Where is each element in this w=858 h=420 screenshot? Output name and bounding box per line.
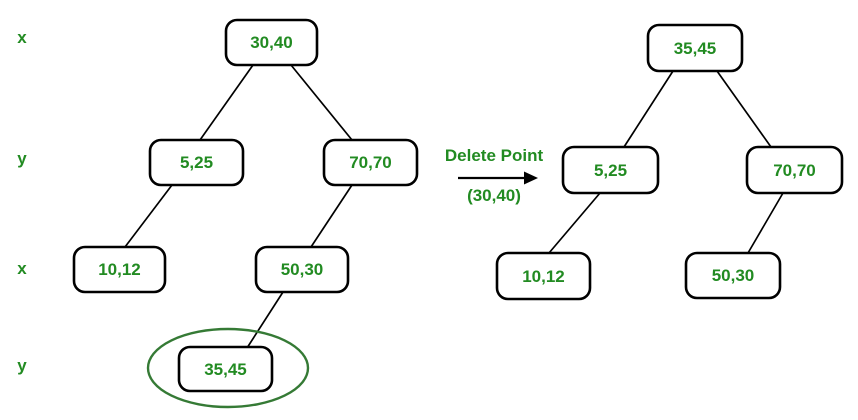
left-edge-50-30-to-35-45	[246, 291, 284, 349]
delete-arrow-head	[524, 171, 538, 185]
left-node-50-30: 50,30	[254, 245, 350, 294]
node-label: 50,30	[281, 260, 324, 279]
left-edge-70-70-to-50-30	[310, 184, 353, 248]
node-label: 10,12	[98, 260, 141, 279]
transition-group: Delete Point (30,40)	[445, 146, 544, 205]
left-node-5-25: 5,25	[148, 138, 245, 187]
right-edge-root-to-5-25	[623, 70, 674, 148]
right-node-5-25: 5,25	[561, 145, 660, 195]
node-label: 70,70	[349, 153, 392, 172]
node-box	[72, 245, 167, 294]
right-node-70-70: 70,70	[745, 145, 844, 195]
left-edge-5-25-to-10-12	[124, 184, 173, 248]
right-node-10-12: 10,12	[495, 251, 592, 301]
left-node-30-40: 30,40	[224, 18, 319, 67]
right-edge-5-25-to-10-12	[548, 192, 601, 254]
node-box	[148, 138, 245, 187]
left-node-10-12: 10,12	[72, 245, 167, 294]
node-box	[646, 23, 744, 73]
node-box	[495, 251, 592, 301]
node-label: 30,40	[250, 33, 293, 52]
node-box	[684, 251, 782, 300]
left-edge-root-to-70-70	[290, 64, 353, 141]
right-edge-70-70-to-50-30	[747, 192, 784, 254]
node-box	[224, 18, 319, 67]
node-label: 70,70	[773, 161, 816, 180]
node-label: 5,25	[594, 161, 627, 180]
highlight-ellipse	[146, 327, 310, 409]
node-box	[254, 245, 350, 294]
node-label: 50,30	[712, 266, 755, 285]
level-label-y-depth3: y	[17, 356, 27, 375]
node-box	[745, 145, 844, 195]
left-node-35-45-highlighted: 35,45	[177, 345, 274, 393]
node-box	[322, 138, 419, 187]
right-edge-root-to-70-70	[716, 70, 772, 148]
level-label-x-depth0: x	[17, 28, 27, 47]
level-label-y-depth1: y	[17, 149, 27, 168]
node-label: 5,25	[180, 153, 213, 172]
node-label: 35,45	[674, 39, 717, 58]
node-label: 10,12	[522, 267, 565, 286]
right-node-50-30: 50,30	[684, 251, 782, 300]
node-label: 35,45	[204, 360, 247, 379]
left-edge-root-to-5-25	[199, 64, 254, 141]
delete-point-label: (30,40)	[467, 186, 521, 205]
node-box	[561, 145, 660, 195]
right-node-35-45: 35,45	[646, 23, 744, 73]
level-label-x-depth2: x	[17, 259, 27, 278]
left-node-70-70: 70,70	[322, 138, 419, 187]
delete-action-label: Delete Point	[445, 146, 544, 165]
node-box	[177, 345, 274, 393]
